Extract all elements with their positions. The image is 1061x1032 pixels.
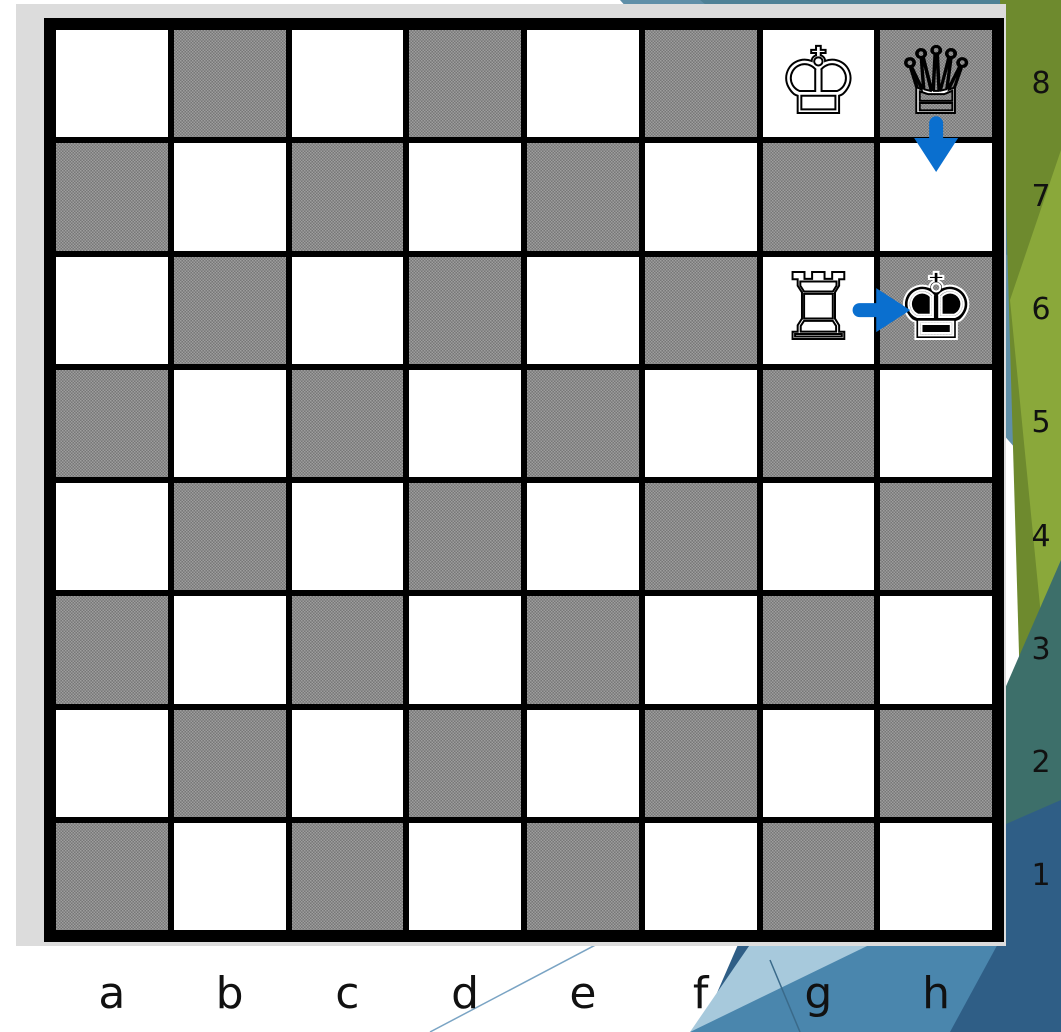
square-h3[interactable] bbox=[880, 596, 992, 703]
rank-label-4: 4 bbox=[1026, 519, 1056, 554]
rank-label-7: 7 bbox=[1026, 179, 1056, 214]
square-e5[interactable] bbox=[527, 370, 639, 477]
square-e6[interactable] bbox=[527, 257, 639, 364]
file-label-b: b bbox=[210, 968, 250, 1019]
square-b5[interactable] bbox=[174, 370, 286, 477]
square-a1[interactable] bbox=[56, 823, 168, 930]
square-a6[interactable] bbox=[56, 257, 168, 364]
square-f5[interactable] bbox=[645, 370, 757, 477]
square-b6[interactable] bbox=[174, 257, 286, 364]
square-c4[interactable] bbox=[292, 483, 404, 590]
file-label-f: f bbox=[681, 968, 721, 1019]
square-d2[interactable] bbox=[409, 710, 521, 817]
square-f7[interactable] bbox=[645, 143, 757, 250]
file-label-a: a bbox=[92, 968, 132, 1019]
rank-label-1: 1 bbox=[1026, 858, 1056, 893]
white-king-icon[interactable]: ♔ bbox=[763, 36, 875, 128]
square-c5[interactable] bbox=[292, 370, 404, 477]
square-h8[interactable]: ♕ bbox=[880, 30, 992, 137]
board-frame: ♔♕ ♖♚ bbox=[16, 4, 1006, 946]
square-h6[interactable]: ♚ bbox=[880, 257, 992, 364]
square-g3[interactable] bbox=[763, 596, 875, 703]
square-c2[interactable] bbox=[292, 710, 404, 817]
black-king-icon[interactable]: ♚ bbox=[880, 262, 992, 354]
square-a8[interactable] bbox=[56, 30, 168, 137]
square-c1[interactable] bbox=[292, 823, 404, 930]
square-b1[interactable] bbox=[174, 823, 286, 930]
square-f8[interactable] bbox=[645, 30, 757, 137]
square-d7[interactable] bbox=[409, 143, 521, 250]
square-h7[interactable] bbox=[880, 143, 992, 250]
square-g5[interactable] bbox=[763, 370, 875, 477]
square-d5[interactable] bbox=[409, 370, 521, 477]
square-d8[interactable] bbox=[409, 30, 521, 137]
square-d3[interactable] bbox=[409, 596, 521, 703]
square-a5[interactable] bbox=[56, 370, 168, 477]
square-d6[interactable] bbox=[409, 257, 521, 364]
square-e3[interactable] bbox=[527, 596, 639, 703]
square-f6[interactable] bbox=[645, 257, 757, 364]
file-label-g: g bbox=[798, 968, 838, 1019]
square-g6[interactable]: ♖ bbox=[763, 257, 875, 364]
square-a7[interactable] bbox=[56, 143, 168, 250]
white-queen-icon[interactable]: ♕ bbox=[880, 36, 992, 128]
square-e1[interactable] bbox=[527, 823, 639, 930]
square-c7[interactable] bbox=[292, 143, 404, 250]
square-g1[interactable] bbox=[763, 823, 875, 930]
square-b3[interactable] bbox=[174, 596, 286, 703]
square-b7[interactable] bbox=[174, 143, 286, 250]
square-a4[interactable] bbox=[56, 483, 168, 590]
square-f4[interactable] bbox=[645, 483, 757, 590]
file-label-e: e bbox=[563, 968, 603, 1019]
rank-label-3: 3 bbox=[1026, 632, 1056, 667]
square-c8[interactable] bbox=[292, 30, 404, 137]
square-a2[interactable] bbox=[56, 710, 168, 817]
square-g4[interactable] bbox=[763, 483, 875, 590]
white-rook-icon[interactable]: ♖ bbox=[763, 262, 875, 354]
file-label-d: d bbox=[445, 968, 485, 1019]
square-e7[interactable] bbox=[527, 143, 639, 250]
square-f3[interactable] bbox=[645, 596, 757, 703]
file-label-c: c bbox=[327, 968, 367, 1019]
square-d1[interactable] bbox=[409, 823, 521, 930]
square-h5[interactable] bbox=[880, 370, 992, 477]
square-g2[interactable] bbox=[763, 710, 875, 817]
square-d4[interactable] bbox=[409, 483, 521, 590]
square-f2[interactable] bbox=[645, 710, 757, 817]
rank-label-2: 2 bbox=[1026, 745, 1056, 780]
rank-label-6: 6 bbox=[1026, 292, 1056, 327]
square-a3[interactable] bbox=[56, 596, 168, 703]
square-g8[interactable]: ♔ bbox=[763, 30, 875, 137]
square-f1[interactable] bbox=[645, 823, 757, 930]
rank-label-8: 8 bbox=[1026, 66, 1056, 101]
square-e8[interactable] bbox=[527, 30, 639, 137]
file-label-h: h bbox=[916, 968, 956, 1019]
square-b2[interactable] bbox=[174, 710, 286, 817]
square-b8[interactable] bbox=[174, 30, 286, 137]
square-c3[interactable] bbox=[292, 596, 404, 703]
square-h1[interactable] bbox=[880, 823, 992, 930]
rank-label-5: 5 bbox=[1026, 405, 1056, 440]
square-c6[interactable] bbox=[292, 257, 404, 364]
square-e4[interactable] bbox=[527, 483, 639, 590]
square-h2[interactable] bbox=[880, 710, 992, 817]
chess-board: ♔♕ ♖♚ bbox=[44, 18, 1004, 942]
square-b4[interactable] bbox=[174, 483, 286, 590]
square-e2[interactable] bbox=[527, 710, 639, 817]
square-g7[interactable] bbox=[763, 143, 875, 250]
square-h4[interactable] bbox=[880, 483, 992, 590]
